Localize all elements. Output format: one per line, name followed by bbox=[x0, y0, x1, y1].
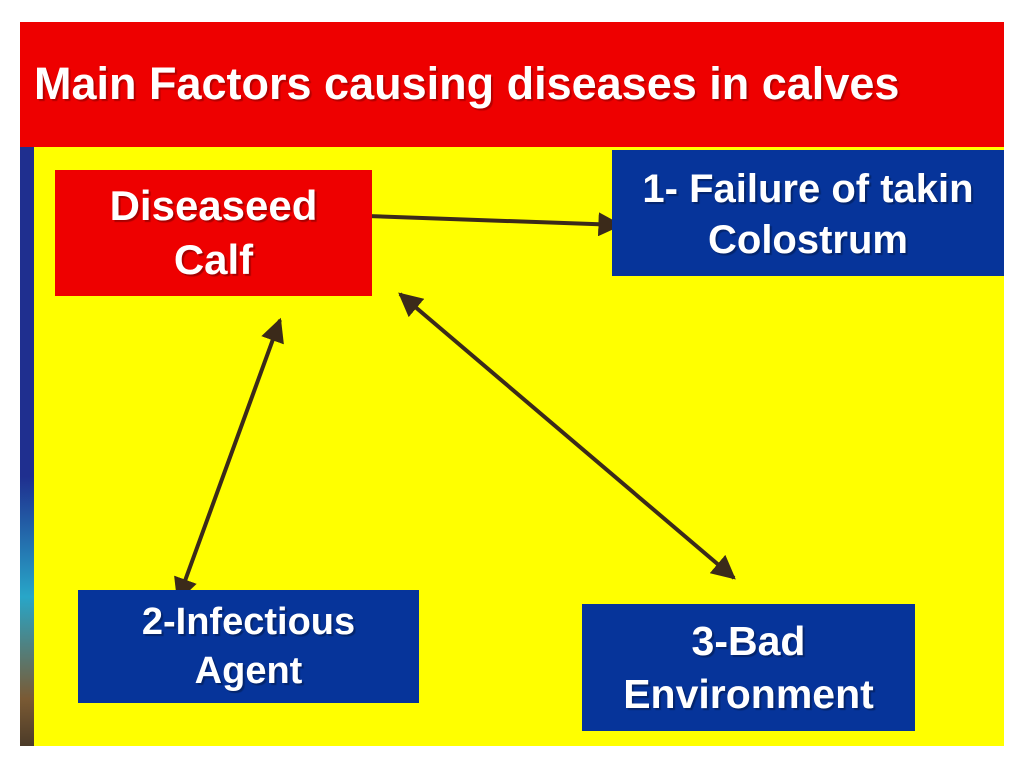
slide-title: Main Factors causing diseases in calves bbox=[34, 58, 900, 109]
infectious-agent-box: 2-Infectious Agent bbox=[78, 590, 419, 703]
left-decorative-strip bbox=[20, 147, 34, 746]
colostrum-failure-box: 1- Failure of takin Colostrum bbox=[612, 150, 1004, 276]
infectious-line1: 2-Infectious bbox=[141, 600, 356, 643]
bad-environment-box: 3-Bad Environment bbox=[582, 604, 915, 731]
slide: Main Factors causing diseases in calves … bbox=[20, 22, 1004, 746]
arrow-calf-infectious bbox=[174, 317, 284, 603]
connector-arrows bbox=[174, 203, 736, 603]
colostrum-line1: 1- Failure of takin bbox=[642, 167, 974, 211]
diseased-calf-box: Diseaseed Calf bbox=[55, 170, 372, 296]
environment-line2: Environment bbox=[623, 670, 874, 717]
arrow-calf-environment bbox=[398, 292, 736, 580]
calf-line2: Calf bbox=[173, 236, 254, 283]
arrow-calf-colostrum bbox=[335, 203, 623, 237]
colostrum-line2: Colostrum bbox=[708, 218, 908, 263]
infectious-line2: Agent bbox=[194, 649, 303, 692]
environment-line1: 3-Bad bbox=[691, 618, 806, 665]
calf-line1: Diseaseed bbox=[109, 182, 318, 230]
title-bar: Main Factors causing diseases in calves bbox=[20, 22, 1004, 147]
